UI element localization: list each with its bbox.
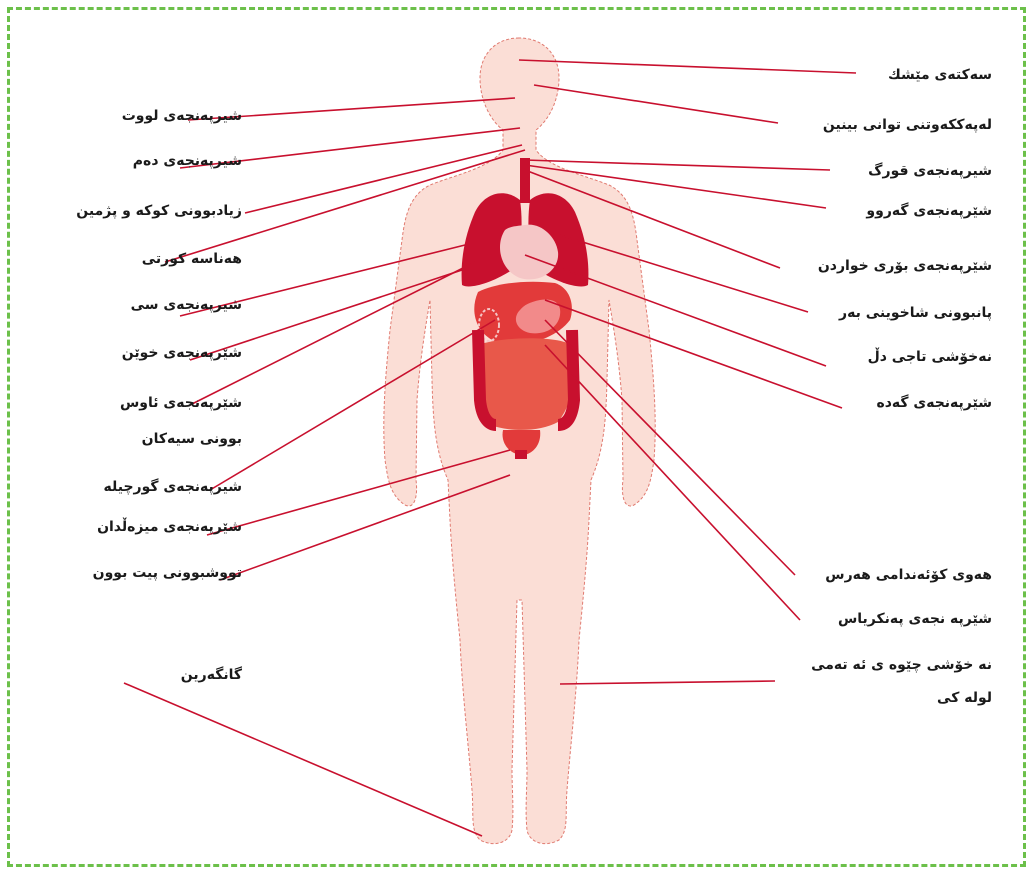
label-right-1: لەپەککەوتنی توانی بینین bbox=[776, 112, 992, 138]
label-left-8: شیرپەنجەی گورچیلە bbox=[32, 474, 242, 500]
label-left-5: شێرپەنجەی خوێن bbox=[32, 340, 242, 366]
label-right-8: هەوی کۆئەندامی هەرس bbox=[776, 562, 992, 588]
label-left-10: تووشبوونی پیت بوون bbox=[32, 560, 242, 586]
label-right-11: لولە کی bbox=[776, 685, 992, 711]
label-left-6: شێرپەنجەی ئاوس bbox=[32, 390, 242, 416]
label-right-5: پانبوونی شاخوینی بەر bbox=[776, 300, 992, 326]
label-left-11: گانگەرین bbox=[32, 662, 242, 688]
leader-line-right-1 bbox=[534, 85, 778, 123]
label-left-9: شێرپەنجەی میزەڵدان bbox=[32, 514, 242, 540]
label-left-3: هەناسە کورتی bbox=[32, 246, 242, 272]
label-right-7: شێرپەنجەی گەدە bbox=[776, 390, 992, 416]
label-right-9: شێرپە نجەی پەنکریاس bbox=[776, 606, 992, 632]
leader-line-right-10 bbox=[560, 681, 775, 684]
label-right-6: نەخۆشی تاجی دڵ bbox=[776, 344, 992, 370]
label-left-2: زیادبوونی کوکە و پژمین bbox=[32, 198, 242, 224]
label-right-3: شێرپەنجەی گەروو bbox=[776, 198, 992, 224]
label-right-0: سەکتەی مێشك bbox=[776, 62, 992, 88]
label-left-7: بوونی سیەکان bbox=[32, 426, 242, 452]
label-left-1: شیرپەنجەی دەم bbox=[32, 148, 242, 174]
label-right-10: نە خۆشی چێوە ی ئە تەمی bbox=[776, 652, 992, 678]
label-right-2: شیرپەنجەی قورگ bbox=[776, 158, 992, 184]
leader-line-left-11 bbox=[124, 683, 482, 836]
label-right-4: شێرپەنجەی بۆری خواردن bbox=[776, 253, 992, 279]
label-left-0: شیرپەنجەی لووت bbox=[32, 103, 242, 129]
label-left-4: شیرپەنجەی سی bbox=[32, 292, 242, 318]
urethra bbox=[515, 450, 527, 459]
